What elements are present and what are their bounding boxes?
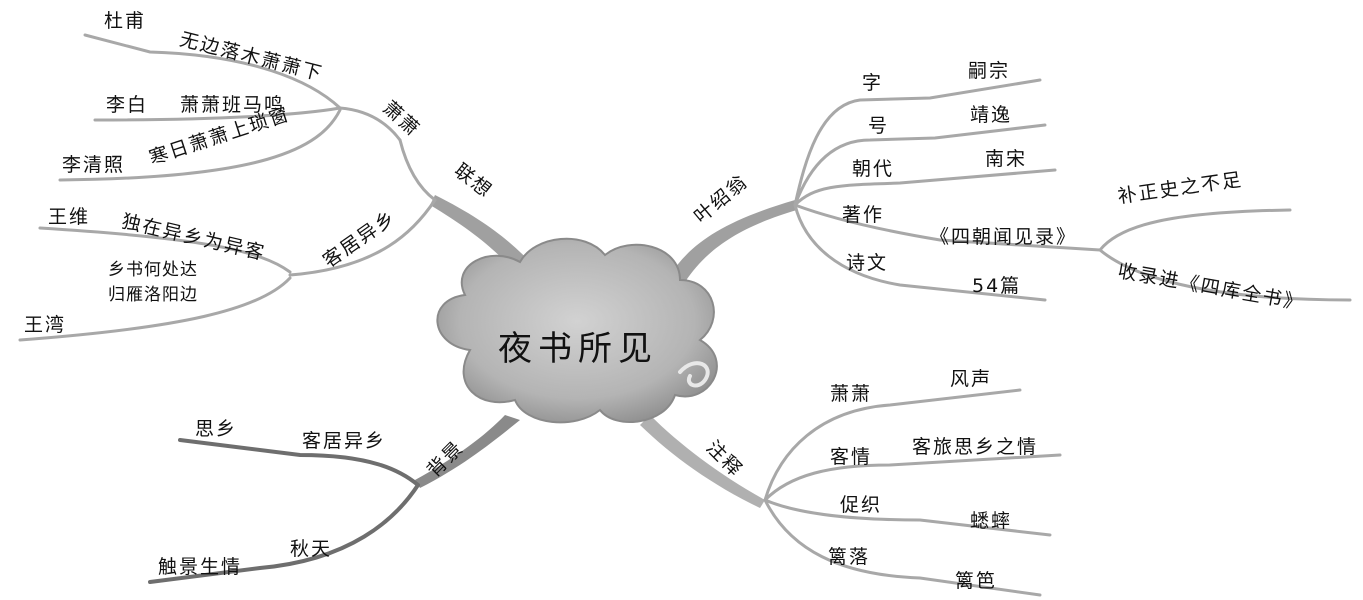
poet-libai: 李白 bbox=[106, 96, 148, 115]
value-hao: 靖逸 bbox=[970, 106, 1012, 125]
node-chaodai: 朝代 bbox=[852, 160, 894, 179]
node-liluo: 篱落 bbox=[828, 548, 870, 567]
line-chaodai bbox=[795, 170, 1055, 205]
poet-liqingzhao: 李清照 bbox=[62, 156, 125, 175]
poet-wangwan: 王湾 bbox=[24, 316, 66, 335]
poet-dufu: 杜甫 bbox=[104, 12, 146, 31]
line-zhengshi bbox=[1100, 210, 1290, 250]
node-zi: 字 bbox=[862, 74, 883, 93]
node-zs-xiaoxiao: 萧萧 bbox=[830, 385, 872, 404]
value-chaodai: 南宋 bbox=[985, 150, 1027, 169]
value-chujing: 触景生情 bbox=[158, 558, 242, 577]
line-text-wangwan-1: 乡书何处达 bbox=[108, 262, 198, 279]
trunk-zhushi bbox=[640, 415, 765, 508]
line-lianxiang bbox=[400, 140, 435, 200]
trunk-yeshaoweng bbox=[670, 200, 797, 282]
value-shiwen: 54篇 bbox=[972, 277, 1021, 296]
value-zi: 嗣宗 bbox=[968, 62, 1010, 81]
node-hao: 号 bbox=[868, 117, 889, 136]
node-beijing-keju: 客居异乡 bbox=[302, 432, 386, 451]
center-title: 夜书所见 bbox=[498, 332, 658, 366]
line-text-wangwan-2: 归雁洛阳边 bbox=[108, 287, 198, 304]
node-keqing: 客情 bbox=[830, 448, 872, 467]
node-qiutian: 秋天 bbox=[290, 540, 332, 559]
poet-wangwei: 王维 bbox=[48, 208, 90, 227]
value-xishuai: 蟋蟀 bbox=[970, 512, 1012, 531]
node-cuzhi: 促织 bbox=[840, 496, 882, 515]
value-zhuzuo: 《四朝闻见录》 bbox=[930, 228, 1077, 247]
value-sixiang: 思乡 bbox=[195, 420, 237, 439]
node-shiwen: 诗文 bbox=[846, 254, 888, 273]
value-liba: 篱笆 bbox=[955, 572, 997, 591]
value-keqing: 客旅思乡之情 bbox=[912, 438, 1038, 457]
node-zhuzuo: 著作 bbox=[842, 206, 884, 225]
value-fengsheng: 风声 bbox=[950, 370, 992, 389]
line-keqing bbox=[765, 455, 1060, 500]
